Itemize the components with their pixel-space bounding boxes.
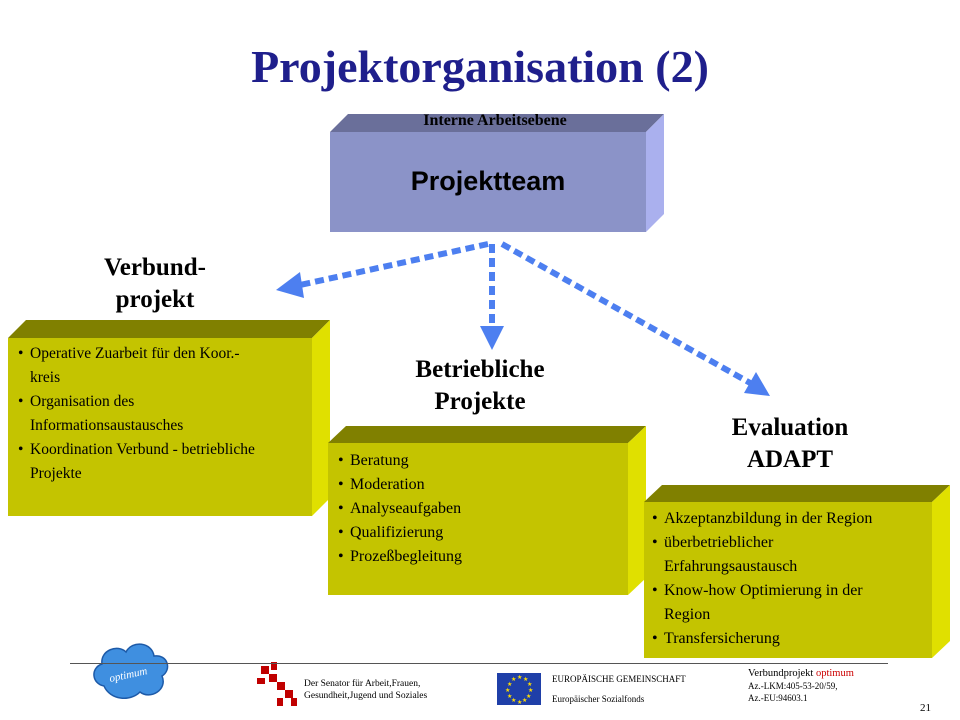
svg-text:★: ★ bbox=[517, 699, 522, 706]
arrow-right-line bbox=[500, 241, 754, 387]
list-item: Akzeptanzbildung in der Region bbox=[652, 507, 930, 531]
evaluation-box-top bbox=[644, 485, 950, 502]
page-number: 21 bbox=[920, 702, 931, 714]
list-item: Transfersicherung bbox=[652, 627, 930, 651]
list-item: überbetrieblicher Erfahrungsaustausch bbox=[652, 531, 930, 579]
verbund-heading-line2: projekt bbox=[115, 286, 195, 313]
svg-text:★: ★ bbox=[507, 693, 512, 700]
betrieb-heading: Betriebliche Projekte bbox=[370, 354, 590, 418]
svg-text:★: ★ bbox=[507, 681, 512, 688]
projektteam-level-label: Interne Arbeitsebene bbox=[423, 112, 567, 129]
svg-text:★: ★ bbox=[511, 676, 516, 683]
list-item: Beratung bbox=[338, 449, 618, 473]
betrieb-heading-line2: Projekte bbox=[434, 388, 526, 415]
page-title: Projektorganisation (2) bbox=[251, 41, 709, 92]
verbund-heading-line1: Verbund- bbox=[104, 254, 206, 281]
betrieb-heading-line1: Betriebliche bbox=[415, 356, 545, 383]
evaluation-heading-line1: Evaluation bbox=[731, 414, 849, 441]
list-item: Organisation des Informationsaustausches bbox=[18, 390, 310, 438]
projektteam-label: Projektteam bbox=[410, 166, 566, 196]
betrieb-box-top bbox=[328, 426, 646, 443]
verbund-heading: Verbund- projekt bbox=[60, 252, 250, 316]
eu-text: EUROPÄISCHE GEMEINSCHAFT Europäischer So… bbox=[552, 674, 686, 704]
az-eu: Az.-EU:94603.1 bbox=[748, 693, 808, 703]
arrow-right-head bbox=[744, 372, 770, 396]
arrow-middle-head bbox=[480, 326, 504, 350]
projektteam-box-top bbox=[330, 114, 664, 132]
svg-text:★: ★ bbox=[522, 697, 527, 704]
projektteam-box-front bbox=[330, 132, 646, 232]
senator-text: Der Senator für Arbeit,Frauen, Gesundhei… bbox=[304, 679, 428, 701]
svg-text:★: ★ bbox=[527, 681, 532, 688]
bremen-key-icon bbox=[257, 662, 297, 706]
list-item: Koordination Verbund - betriebliche Proj… bbox=[18, 438, 310, 486]
evaluation-list: Akzeptanzbildung in der Region überbetri… bbox=[652, 507, 930, 651]
svg-text:★: ★ bbox=[523, 676, 528, 683]
svg-text:★: ★ bbox=[517, 674, 522, 681]
footer-divider bbox=[70, 663, 888, 664]
verbund-box-side bbox=[312, 320, 330, 516]
evaluation-box-side bbox=[932, 485, 950, 658]
list-item: Analyseaufgaben bbox=[338, 497, 618, 521]
arrow-left-line bbox=[299, 241, 489, 288]
optimum-logo-cloud bbox=[93, 643, 169, 699]
svg-text:★: ★ bbox=[505, 687, 510, 694]
list-item: Operative Zuarbeit für den Koor.- kreis bbox=[18, 342, 310, 390]
project-name: optimum bbox=[815, 668, 854, 679]
list-item: Know-how Optimierung in der Region bbox=[652, 579, 930, 627]
verbund-list: Operative Zuarbeit für den Koor.- kreis … bbox=[18, 342, 310, 486]
project-title: Verbundprojekt optimum bbox=[748, 668, 854, 679]
az-lkm: Az.-LKM:405-53-20/59, bbox=[748, 681, 838, 691]
eu-flag-icon: ★ ★ ★ ★ ★ ★ ★ ★ ★ ★ ★ ★ bbox=[497, 673, 541, 706]
arrow-left-head bbox=[276, 272, 304, 298]
betrieb-box-side bbox=[628, 426, 646, 595]
arrows bbox=[276, 241, 770, 396]
svg-text:★: ★ bbox=[526, 693, 531, 700]
evaluation-heading: Evaluation ADAPT bbox=[680, 412, 900, 476]
list-item: Qualifizierung bbox=[338, 521, 618, 545]
optimum-logo: optimum bbox=[93, 643, 169, 699]
list-item: Prozeßbegleitung bbox=[338, 545, 618, 569]
list-item: Moderation bbox=[338, 473, 618, 497]
projektteam-box-side bbox=[646, 114, 664, 232]
evaluation-heading-line2: ADAPT bbox=[746, 446, 834, 473]
betrieb-list: Beratung Moderation Analyseaufgaben Qual… bbox=[338, 449, 618, 569]
projektteam-box bbox=[330, 114, 664, 232]
svg-text:★: ★ bbox=[511, 697, 516, 704]
project-info: Verbundprojekt optimum Az.-LKM:405-53-20… bbox=[748, 668, 854, 704]
svg-text:★: ★ bbox=[528, 687, 533, 694]
verbund-box-top bbox=[8, 320, 330, 338]
